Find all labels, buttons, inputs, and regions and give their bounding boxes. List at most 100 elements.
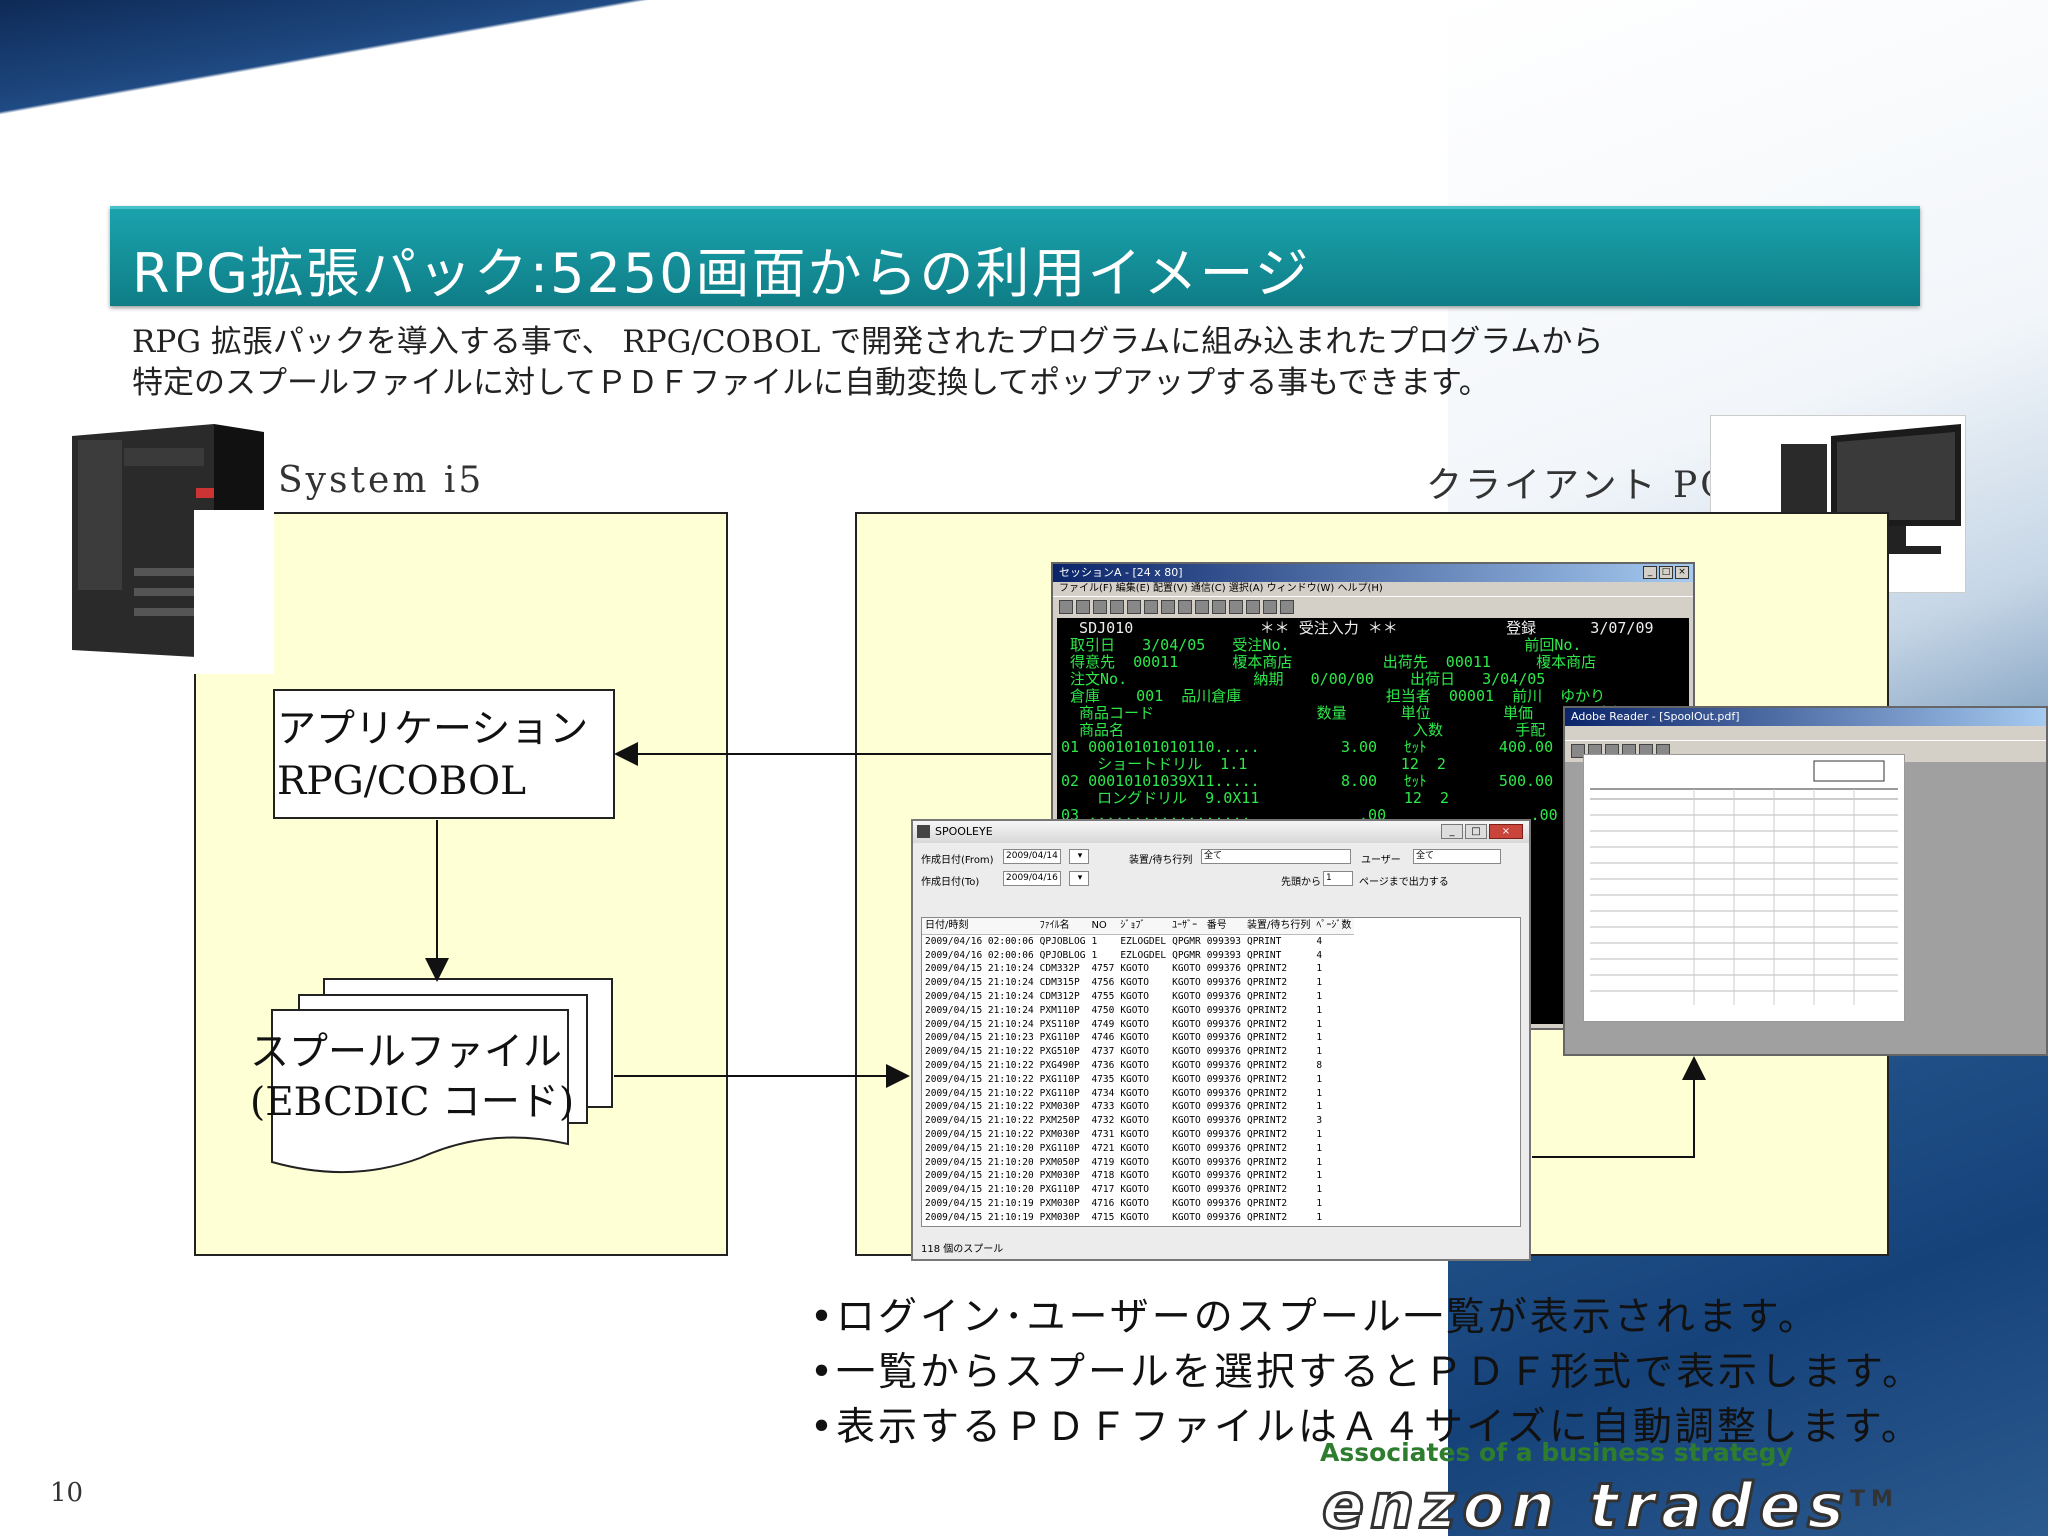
created-to-field[interactable]: 2009/04/16: [1003, 871, 1061, 886]
table-cell: QPRINT2: [1247, 1170, 1288, 1182]
table-cell: PXM030P: [1039, 1211, 1080, 1223]
device-select[interactable]: 全て: [1201, 849, 1351, 864]
spooleye-window[interactable]: SPOOLEYE _ □ × 作成日付(From) 2009/04/14 ▾ 作…: [911, 819, 1531, 1261]
close-icon[interactable]: ×: [1489, 824, 1523, 839]
table-cell: 099393: [1206, 949, 1242, 961]
calendar-icon[interactable]: ▾: [1069, 871, 1089, 886]
table-cell: PXM250P: [1039, 1115, 1080, 1127]
table-cell: QPRINT2: [1247, 1004, 1288, 1016]
toolbar-icon[interactable]: [1076, 600, 1090, 614]
pdf-reader-window[interactable]: Adobe Reader - [SpoolOut.pdf]: [1563, 706, 2048, 1056]
toolbar-icon[interactable]: [1246, 600, 1260, 614]
user-select[interactable]: 全て: [1413, 849, 1501, 864]
column-header[interactable]: ﾕｰｻﾞｰ: [1169, 918, 1204, 935]
minimize-icon[interactable]: _: [1643, 566, 1657, 579]
column-header[interactable]: 装置/待ち行列: [1244, 918, 1314, 935]
table-cell: 2009/04/15 21:10:22: [925, 1087, 1034, 1099]
spool-file-line-1: スプールファイル: [250, 1030, 563, 1075]
table-cell: PXM050P: [1039, 1156, 1080, 1168]
toolbar-icon[interactable]: [1093, 600, 1107, 614]
table-cell: KGOTO: [1172, 1046, 1201, 1058]
pdf-page[interactable]: [1583, 754, 1905, 1022]
table-cell: QPRINT2: [1247, 1059, 1288, 1071]
toolbar-icon[interactable]: [1178, 600, 1192, 614]
pdf-menubar: [1565, 726, 2046, 740]
table-cell: 2009/04/15 21:10:22: [925, 1073, 1034, 1085]
column-header[interactable]: NO: [1088, 918, 1118, 935]
column-header[interactable]: ﾍﾟｰｼﾞ数: [1313, 918, 1355, 935]
slide-title: RPG拡張パック:5250画面からの利用イメージ: [132, 242, 1311, 305]
table-cell: 4736: [1091, 1059, 1115, 1071]
pdf-report-preview: [1590, 757, 1898, 1005]
calendar-icon[interactable]: ▾: [1069, 849, 1089, 864]
terminal-menubar[interactable]: ファイル(F) 編集(E) 配置(V) 通信(C) 選択(A) ウィンドウ(W)…: [1059, 583, 1383, 594]
table-cell: QPRINT2: [1247, 1101, 1288, 1113]
toolbar-icon[interactable]: [1571, 744, 1585, 758]
toolbar-icon[interactable]: [1144, 600, 1158, 614]
toolbar-icon[interactable]: [1263, 600, 1277, 614]
table-cell: KGOTO: [1172, 963, 1201, 975]
close-icon[interactable]: ×: [1675, 566, 1689, 579]
table-cell: PXG110P: [1039, 1184, 1080, 1196]
toolbar-icon[interactable]: [1127, 600, 1141, 614]
logo-tm: TM: [1849, 1487, 1899, 1512]
application-box-line-1: アプリケーション: [277, 707, 589, 752]
minimize-icon[interactable]: _: [1441, 824, 1463, 839]
table-cell: 4716: [1091, 1197, 1115, 1209]
column-header[interactable]: 日付/時刻: [922, 918, 1037, 935]
maximize-icon[interactable]: □: [1659, 566, 1673, 579]
table-cell: KGOTO: [1172, 977, 1201, 989]
system-i5-label: System i5: [278, 460, 485, 501]
pdf-titlebar: Adobe Reader - [SpoolOut.pdf]: [1565, 708, 2046, 726]
toolbar-icon[interactable]: [1212, 600, 1226, 614]
toolbar-icon[interactable]: [1161, 600, 1175, 614]
column-header[interactable]: 番号: [1203, 918, 1245, 935]
toolbar-icon[interactable]: [1195, 600, 1209, 614]
table-cell: KGOTO: [1172, 1197, 1201, 1209]
table-cell: 2009/04/15 21:10:22: [925, 1046, 1034, 1058]
terminal-line: 01 00010101010110..... 3.00 ｾｯﾄ 400.00: [1061, 738, 1554, 756]
terminal-line: 得意先 00011 榎本商店 出荷先 00011 榎本商店: [1061, 653, 1597, 671]
toolbar-icon[interactable]: [1280, 600, 1294, 614]
table-cell: KGOTO: [1120, 977, 1149, 989]
column-header[interactable]: ｼﾞｮﾌﾞ: [1117, 918, 1170, 935]
column-header[interactable]: ﾌｧｲﾙ名: [1036, 918, 1089, 935]
created-from-field[interactable]: 2009/04/14: [1003, 849, 1061, 864]
table-cell: 099376: [1206, 977, 1242, 989]
toolbar-icon[interactable]: [1229, 600, 1243, 614]
toolbar-icon[interactable]: [1110, 600, 1124, 614]
table-cell: PXG110P: [1039, 1087, 1080, 1099]
table-cell: 1: [1316, 1211, 1323, 1223]
table-cell: 099376: [1206, 1170, 1242, 1182]
maximize-icon[interactable]: □: [1465, 824, 1487, 839]
table-cell: QPRINT2: [1247, 1046, 1288, 1058]
table-cell: QPRINT2: [1247, 977, 1288, 989]
from-field[interactable]: 1: [1323, 871, 1353, 886]
table-cell: 2009/04/15 21:10:24: [925, 990, 1034, 1002]
table-cell: QPRINT2: [1247, 1073, 1288, 1085]
toolbar-icon[interactable]: [1059, 600, 1073, 614]
